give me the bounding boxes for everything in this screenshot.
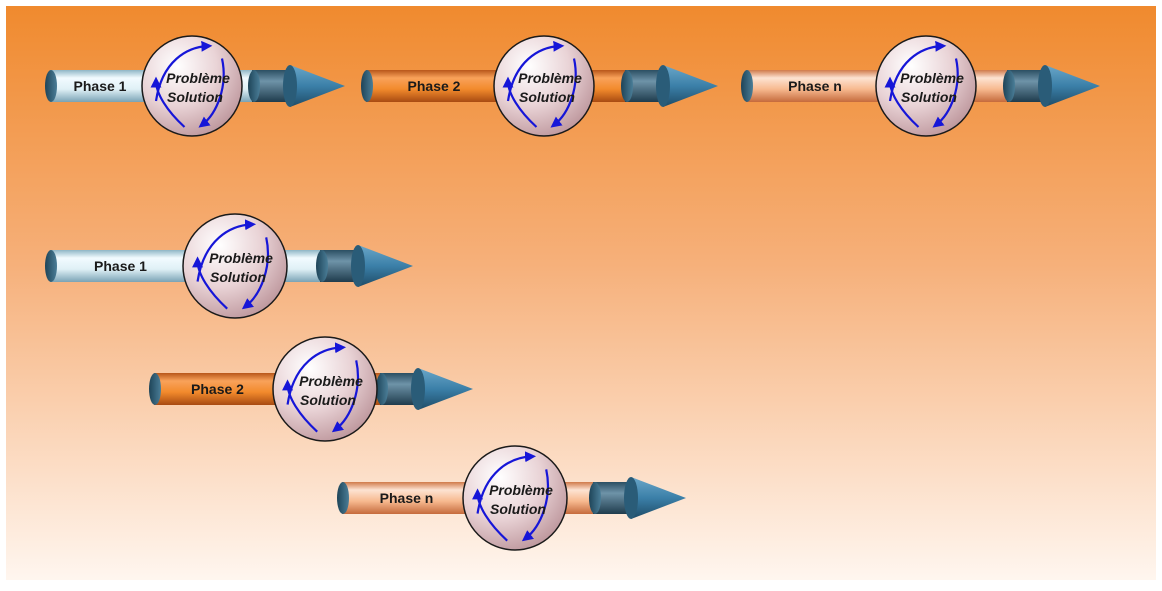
phase-label: Phase 1 bbox=[74, 78, 127, 94]
arrow-head-base bbox=[411, 368, 425, 410]
solution-label: Solution bbox=[210, 269, 266, 285]
tube-end-cap bbox=[45, 70, 57, 102]
problem-label: Problème bbox=[489, 482, 553, 498]
tube-joint bbox=[589, 482, 601, 514]
arrow-head bbox=[1045, 65, 1100, 107]
problem-label: Problème bbox=[209, 250, 273, 266]
solution-label: Solution bbox=[300, 392, 356, 408]
tube-joint bbox=[248, 70, 260, 102]
solution-label: Solution bbox=[519, 89, 575, 105]
cycle-arrow-right bbox=[331, 360, 359, 433]
tube-end-cap bbox=[741, 70, 753, 102]
arrow-head bbox=[631, 477, 686, 519]
solution-label: Solution bbox=[901, 89, 957, 105]
cycle-circle bbox=[493, 35, 595, 137]
cycle-arrow-right bbox=[932, 58, 959, 128]
phase-label: Phase 1 bbox=[94, 258, 147, 274]
cycle-arrow-right bbox=[198, 58, 225, 128]
tube-joint bbox=[621, 70, 633, 102]
arrow-head-base bbox=[624, 477, 638, 519]
cycle-circle bbox=[462, 445, 568, 551]
tube-end-cap bbox=[337, 482, 349, 514]
arrow-head bbox=[358, 245, 413, 287]
problem-label: Problème bbox=[518, 70, 582, 86]
arrow-head-base bbox=[1038, 65, 1052, 107]
tube-joint bbox=[376, 373, 388, 405]
solution-label: Solution bbox=[167, 89, 223, 105]
cycle-arrow-right bbox=[521, 469, 549, 542]
arrow-head bbox=[290, 65, 345, 107]
arrow-head bbox=[418, 368, 473, 410]
cycle-arrow-left bbox=[192, 256, 228, 310]
cycle-arrow-left bbox=[884, 76, 920, 128]
arrow-head-base bbox=[351, 245, 365, 287]
tube-end-cap bbox=[45, 250, 57, 282]
cycle-circle bbox=[875, 35, 977, 137]
arrow-head-base bbox=[656, 65, 670, 107]
problem-label: Problème bbox=[299, 373, 363, 389]
phase-label: Phase 2 bbox=[408, 78, 461, 94]
problem-label: Problème bbox=[166, 70, 230, 86]
cycle-arrow-left bbox=[502, 76, 538, 128]
cycle-arrow-left bbox=[472, 488, 508, 542]
cycle-circle bbox=[272, 336, 378, 442]
solution-label: Solution bbox=[490, 501, 546, 517]
tube-joint bbox=[1003, 70, 1015, 102]
cycle-circle bbox=[141, 35, 243, 137]
tube-end-cap bbox=[149, 373, 161, 405]
phase-label: Phase n bbox=[380, 490, 434, 506]
cycle-arrow-left bbox=[150, 76, 186, 128]
tube-end-cap bbox=[361, 70, 373, 102]
cycle-arrow-left bbox=[282, 379, 318, 433]
phase-label: Phase n bbox=[788, 78, 842, 94]
arrow-head bbox=[663, 65, 718, 107]
tube-joint bbox=[316, 250, 328, 282]
problem-label: Problème bbox=[900, 70, 964, 86]
cycle-circle bbox=[182, 213, 288, 319]
cycle-arrow-right bbox=[241, 237, 269, 310]
arrow-head-base bbox=[283, 65, 297, 107]
cycle-arrow-right bbox=[550, 58, 577, 128]
phase-label: Phase 2 bbox=[191, 381, 244, 397]
